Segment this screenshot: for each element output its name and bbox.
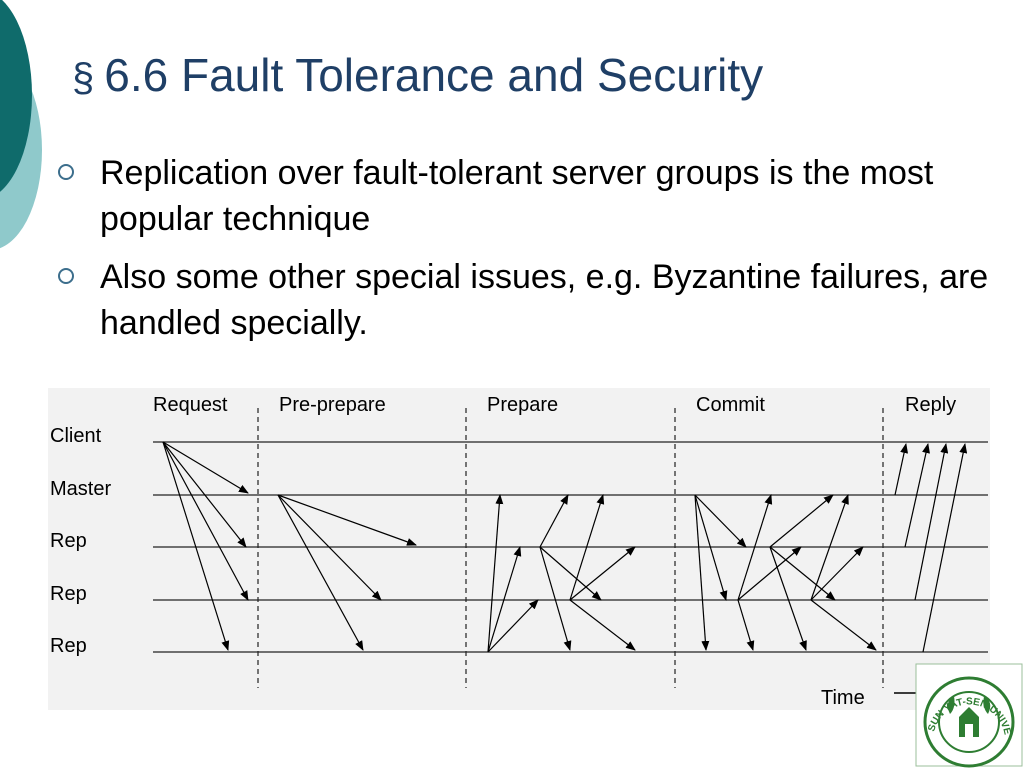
phase-label-reply: Reply: [905, 394, 956, 416]
node-label-rep: Rep: [50, 530, 87, 552]
message-arrow: [277, 494, 364, 651]
node-label-rep: Rep: [50, 583, 87, 605]
message-arrow: [769, 546, 836, 601]
message-arrow: [922, 443, 968, 653]
bullet-text: Also some other special issues, e.g. Byz…: [100, 258, 989, 342]
message-arrow: [277, 494, 417, 546]
message-arrow: [904, 443, 930, 548]
message-arrow: [539, 546, 572, 651]
message-arrow: [162, 441, 247, 548]
message-arrow: [277, 494, 382, 601]
circle-bullet-icon: [58, 164, 74, 180]
message-arrow: [569, 599, 636, 651]
node-label-master: Master: [50, 478, 111, 500]
message-arrow: [694, 494, 747, 548]
message-arrow: [769, 494, 834, 548]
message-arrow: [487, 546, 522, 653]
message-arrow: [539, 546, 602, 601]
dark-teal-shape: [0, 0, 32, 192]
message-arrow: [694, 494, 710, 651]
bullet-item: Replication over fault-tolerant server g…: [50, 150, 1000, 242]
message-arrow: [162, 441, 249, 494]
phase-label-pre-prepare: Pre-prepare: [279, 394, 386, 416]
time-axis-label: Time: [821, 687, 865, 709]
message-arrow: [737, 494, 773, 601]
circle-bullet-icon: [58, 268, 74, 284]
message-arrow: [569, 494, 605, 601]
message-arrow: [694, 494, 728, 601]
message-arrow: [487, 599, 539, 653]
node-label-client: Client: [50, 425, 102, 447]
message-arrow: [894, 443, 909, 496]
message-arrow: [914, 443, 949, 601]
bullet-item: Also some other special issues, e.g. Byz…: [50, 254, 1000, 346]
bullet-list: Replication over fault-tolerant server g…: [50, 150, 1000, 358]
phase-label-prepare: Prepare: [487, 394, 558, 416]
message-arrow: [810, 599, 877, 651]
message-arrow: [737, 599, 755, 651]
message-arrow: [569, 546, 636, 601]
message-arrow: [810, 494, 849, 601]
message-arrow: [539, 494, 569, 548]
phase-separators: [257, 408, 884, 688]
message-arrow: [487, 494, 504, 653]
section-symbol: §: [72, 56, 95, 100]
slide-title-text: 6.6 Fault Tolerance and Security: [104, 49, 764, 101]
message-arrow: [810, 546, 864, 601]
pbft-diagram: Request Pre-prepare Prepare Commit Reply…: [48, 388, 990, 710]
message-arrow: [737, 546, 802, 601]
message-arrow: [769, 546, 807, 651]
node-labels: Client Master Rep Rep Rep: [50, 425, 111, 657]
university-seal-logo: SUN YAT-SEN UNIVERSITY: [914, 662, 1023, 768]
node-label-rep: Rep: [50, 635, 87, 657]
message-arrow: [162, 441, 249, 601]
slide-title: §6.6 Fault Tolerance and Security: [72, 48, 763, 102]
phase-label-commit: Commit: [696, 394, 765, 416]
message-arrows: [162, 441, 968, 653]
message-arrow: [162, 441, 230, 651]
phase-labels: Request Pre-prepare Prepare Commit Reply: [153, 394, 956, 416]
bullet-text: Replication over fault-tolerant server g…: [100, 154, 934, 238]
corner-decoration: [0, 0, 42, 249]
phase-label-request: Request: [153, 394, 228, 416]
